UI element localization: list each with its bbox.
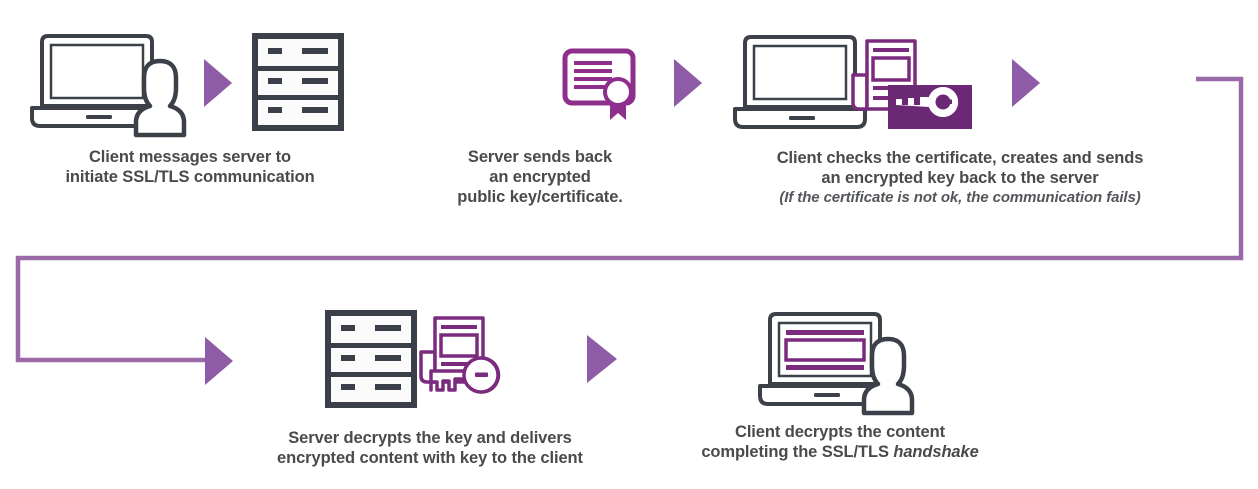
arrow-right-icon (205, 337, 233, 385)
step-1-icon-group (24, 30, 194, 140)
step-3-caption-note: (If the certificate is not ok, the commu… (779, 189, 1141, 206)
laptop-person-icon (30, 34, 187, 138)
step-2-certificate-icon-wrap (562, 48, 640, 124)
step-4-caption: Server decrypts the key and delivers enc… (220, 428, 640, 468)
key-icon (429, 356, 501, 394)
step-4-caption-line-2: encrypted content with key to the client (277, 449, 583, 467)
certificate-icon (562, 48, 636, 120)
step-4-caption-line-1: Server decrypts the key and delivers (288, 429, 572, 447)
step-2-caption-line-2: an encrypted (489, 168, 591, 186)
server-rack-icon (325, 310, 417, 408)
step-2-caption-line-3: public key/certificate. (457, 188, 623, 206)
arrow-right-icon (587, 335, 617, 383)
arrow-step2-to-step3 (670, 57, 706, 109)
step-3-caption: Client checks the certificate, creates a… (700, 148, 1220, 208)
step-5-caption: Client decrypts the content completing t… (660, 422, 1020, 462)
arrow-right-icon (204, 59, 232, 107)
arrow-right-icon (1012, 59, 1040, 107)
arrow-step1-to-step2 (200, 57, 236, 109)
step-3-icon-group (733, 31, 973, 141)
step-2-caption: Server sends back an encrypted public ke… (420, 147, 660, 207)
key-icon (888, 85, 972, 129)
step-5-caption-line-2-text: completing the SSL/TLS (701, 443, 894, 461)
arrow-step4-to-step5 (584, 333, 622, 385)
step-5-caption-line-2: completing the SSL/TLS handshake (660, 442, 1020, 462)
step-5-caption-line-1: Client decrypts the content (735, 423, 945, 441)
step-5-icon-group (752, 308, 922, 416)
arrow-wrap-to-step4 (203, 335, 239, 387)
server-document-key-icon (325, 310, 501, 408)
laptop-person-document-key-icon (733, 35, 972, 129)
step-3-caption-line-2: an encrypted key back to the server (821, 169, 1099, 187)
laptop-person-content-icon (758, 312, 915, 416)
server-rack-icon (252, 33, 344, 131)
step-5-caption-italic-tail: handshake (893, 443, 979, 461)
arrow-right-icon (674, 59, 702, 107)
step-3-caption-line-1: Client checks the certificate, creates a… (776, 149, 1144, 167)
step-4-icon-group (325, 310, 525, 410)
step-2-caption-line-1: Server sends back (467, 148, 613, 166)
step-1-caption-line-2: initiate SSL/TLS communication (65, 168, 315, 186)
step-2-server-icon-a (252, 33, 344, 131)
arrow-step3-to-wrap (1008, 57, 1044, 109)
step-1-caption: Client messages server to initiate SSL/T… (10, 147, 370, 187)
step-1-caption-line-1: Client messages server to (88, 148, 292, 166)
